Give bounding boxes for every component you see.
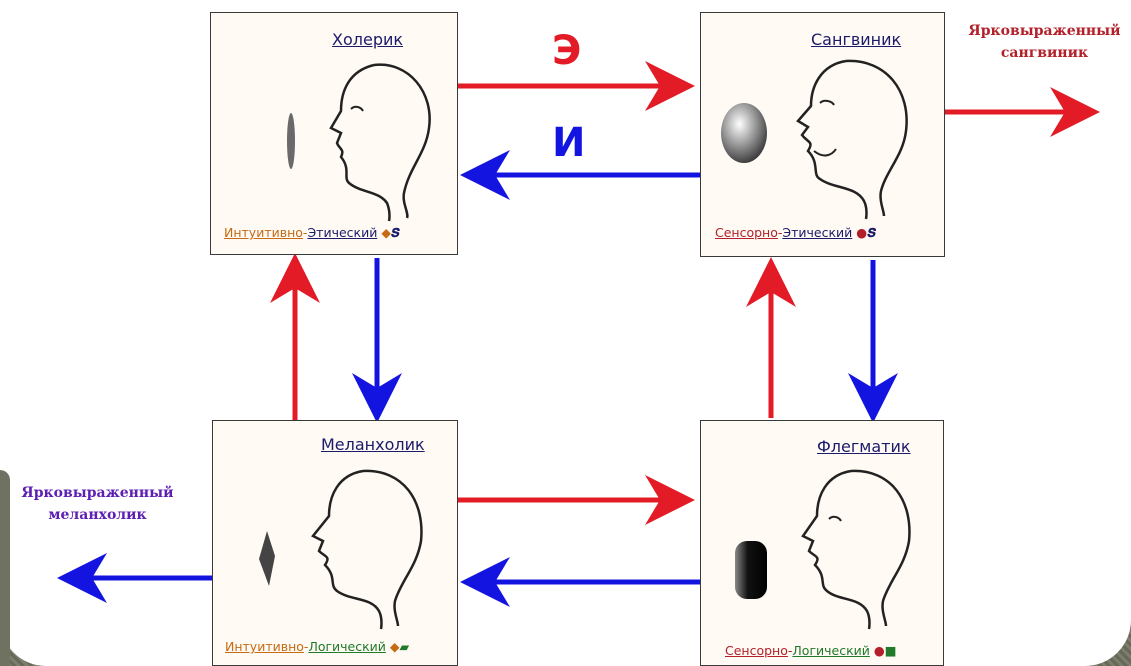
caption-melancholic-a: Интуитивно: [225, 639, 304, 654]
head-profile-icon: [716, 51, 936, 221]
head-profile-icon: [233, 461, 453, 631]
card-title-melancholic: Меланхолик: [321, 435, 425, 454]
diamond-icon: ◆: [381, 225, 391, 240]
caption-choleric-a: Интуитивно: [224, 225, 303, 240]
card-sanguine: Сангвиник Сенсорно-Этический ●𝑺: [700, 12, 945, 257]
sanguine-note-line2: сангвиник: [952, 42, 1131, 64]
sanguine-note-line1: Ярковыраженный: [952, 20, 1131, 42]
arrow-label-i: И: [552, 120, 585, 166]
square-icon: ■: [885, 643, 897, 658]
leaf-icon: ▰: [400, 639, 410, 654]
card-phlegmatic: Флегматик Сенсорно-Логический ●■: [700, 420, 944, 666]
card-melancholic: Меланхолик Интуитивно-Логический ◆▰: [212, 420, 458, 666]
head-profile-icon: [279, 53, 449, 223]
caption-sanguine: Сенсорно-Этический ●𝑺: [715, 225, 876, 241]
caption-melancholic-b: Логический: [308, 639, 385, 654]
caption-melancholic: Интуитивно-Логический ◆▰: [225, 639, 409, 654]
melancholic-note-line1: Ярковыраженный: [0, 482, 195, 504]
diamond-icon: ◆: [390, 639, 400, 654]
s-mark-icon: 𝑺: [391, 225, 400, 240]
melancholic-note: Ярковыраженный меланхолик: [0, 482, 195, 526]
caption-sanguine-b: Этический: [782, 225, 852, 240]
caption-phlegmatic: Сенсорно-Логический ●■: [725, 643, 897, 658]
head-profile-icon: [721, 461, 941, 631]
caption-choleric-b: Этический: [307, 225, 377, 240]
caption-choleric: Интуитивно-Этический ◆𝑺: [224, 225, 399, 241]
card-choleric: Холерик Интуитивно-Этический ◆𝑺: [210, 12, 458, 255]
caption-phlegmatic-a: Сенсорно: [725, 643, 788, 658]
caption-sanguine-a: Сенсорно: [715, 225, 778, 240]
caption-phlegmatic-b: Логический: [792, 643, 869, 658]
melancholic-note-line2: меланхолик: [0, 504, 195, 526]
card-title-choleric: Холерик: [332, 30, 403, 49]
card-title-phlegmatic: Флегматик: [817, 437, 911, 456]
card-title-sanguine: Сангвиник: [811, 30, 901, 49]
circle-icon: ●: [856, 225, 867, 240]
circle-icon: ●: [874, 643, 885, 658]
sanguine-note: Ярковыраженный сангвиник: [952, 20, 1131, 64]
arrow-label-e: Э: [552, 28, 581, 74]
s-mark-icon: 𝑺: [867, 225, 876, 240]
